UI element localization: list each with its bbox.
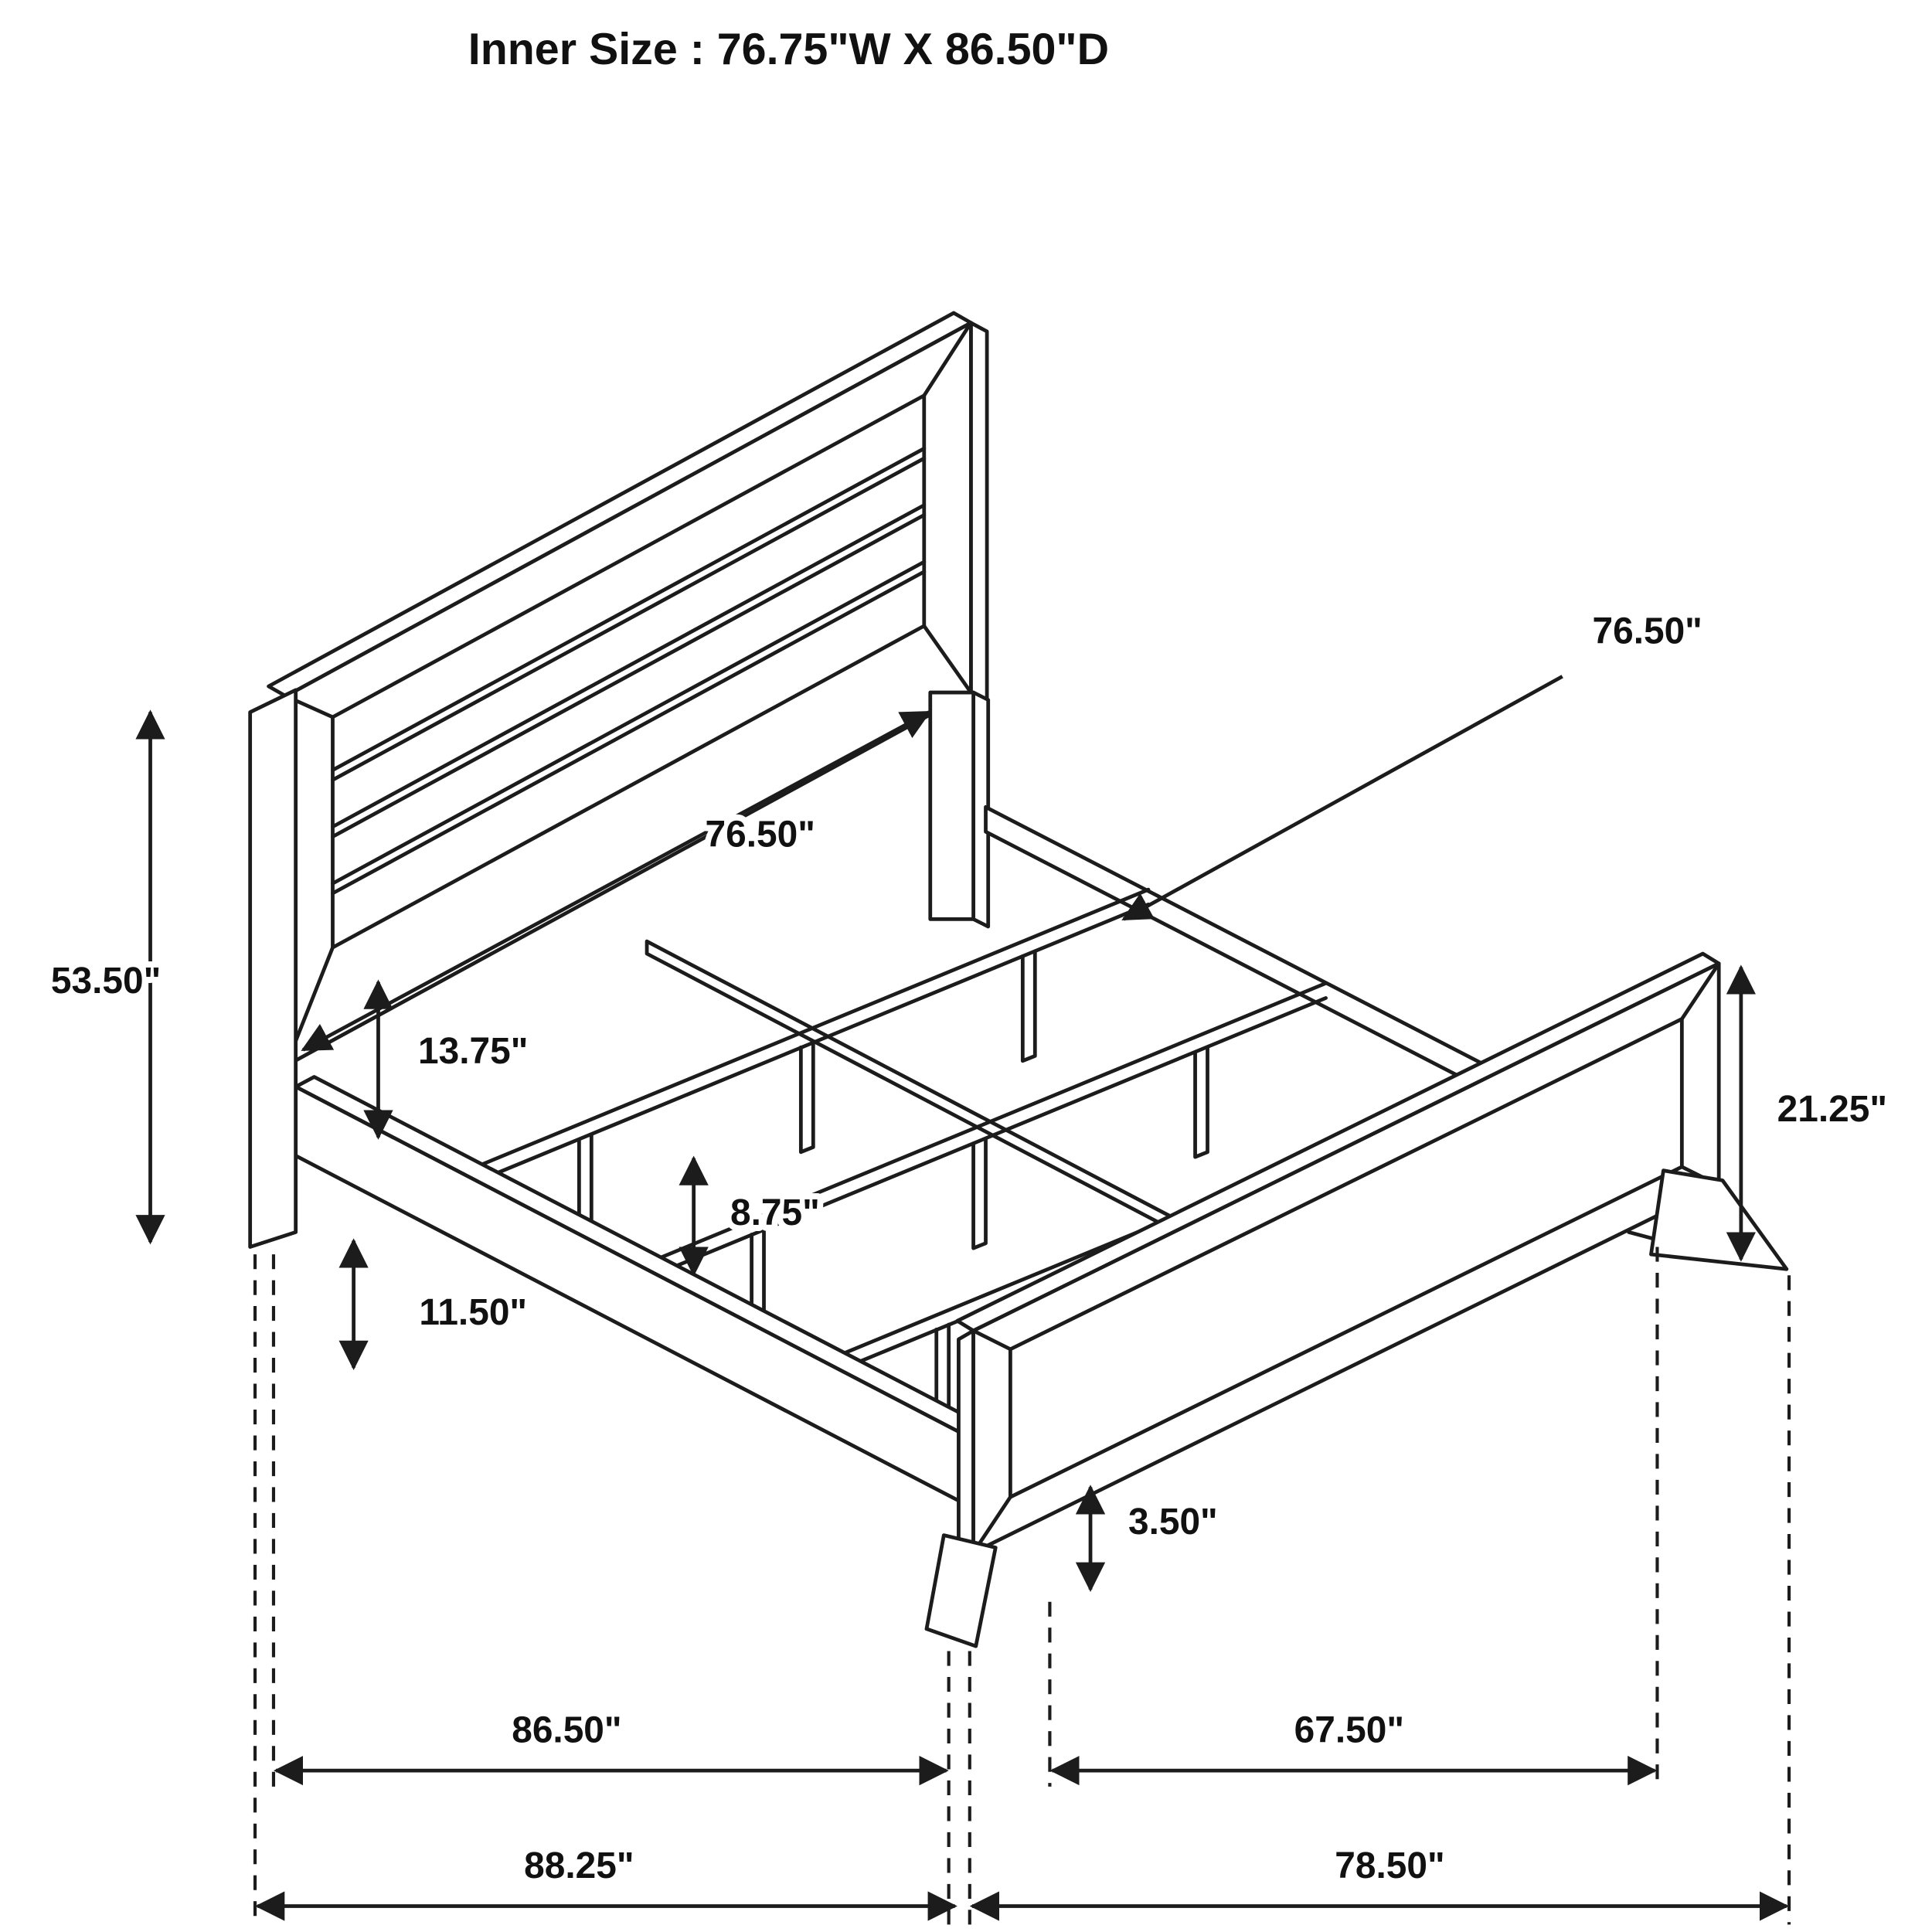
diagram-title: Inner Size : 76.75"W X 86.50"D bbox=[468, 25, 1109, 74]
headboard bbox=[267, 311, 989, 1068]
near-rail-top bbox=[294, 1075, 981, 1435]
dim-slat-leg-height: 8.75" bbox=[679, 1155, 826, 1277]
dim-slat-length-label: 76.50" bbox=[1593, 611, 1702, 651]
dim-headboard-height-label: 53.50" bbox=[51, 961, 161, 1002]
dim-slat-leg-height-label: 8.75" bbox=[730, 1192, 820, 1233]
dim-side-rail-length-label: 86.50" bbox=[512, 1709, 621, 1750]
dim-headboard-height: 53.50" bbox=[45, 709, 167, 1245]
dim-footboard-height-label: 21.25" bbox=[1777, 1089, 1887, 1130]
dim-headboard-bottom-rail: 13.75" bbox=[363, 979, 534, 1140]
dim-footboard-leg-height-label: 3.50" bbox=[1128, 1502, 1218, 1543]
headboard-right-post bbox=[928, 690, 991, 929]
footboard-miters bbox=[971, 961, 1721, 1555]
headboard-left-post bbox=[248, 688, 298, 1249]
dim-headboard-inner-width-label: 76.50" bbox=[706, 814, 815, 855]
dim-headboard-inner-width: 76.50" bbox=[301, 710, 931, 1052]
dim-headboard-bottom-rail-label: 13.75" bbox=[418, 1031, 528, 1072]
dim-overall-depth-label: 88.25" bbox=[524, 1845, 634, 1886]
dim-rail-floor-clearance-label: 11.50" bbox=[419, 1292, 527, 1333]
dimension-annotations: 53.50" 13.75" 11.50" 8.75" 76.50" 76.50"… bbox=[45, 604, 1893, 1921]
dim-footboard-clear-span-label: 67.50" bbox=[1294, 1709, 1404, 1750]
footboard-end-face bbox=[957, 1328, 975, 1563]
headboard-panel bbox=[284, 321, 973, 1068]
footboard-right-leg bbox=[1649, 1168, 1789, 1271]
left-post-front bbox=[248, 688, 298, 1249]
slat-3-legs bbox=[934, 1231, 1173, 1437]
dim-footboard-clear-span: 67.50" bbox=[1049, 1703, 1658, 1786]
dim-overall-width: 78.50" bbox=[969, 1839, 1790, 1921]
headboard-side-face bbox=[968, 321, 989, 703]
slat-1 bbox=[471, 887, 1151, 1185]
near-side-rail bbox=[294, 1075, 981, 1504]
dim-slat-length: 76.50" bbox=[1121, 604, 1709, 921]
footboard-front-leg bbox=[924, 1533, 998, 1648]
dim-overall-depth: 88.25" bbox=[255, 1839, 957, 1921]
dim-side-rail-length: 86.50" bbox=[273, 1703, 949, 1786]
dim-rail-floor-clearance: 11.50" bbox=[338, 1238, 533, 1370]
extension-lines bbox=[253, 1247, 1791, 1925]
bed-drawing bbox=[248, 311, 1789, 1648]
dim-footboard-height: 21.25" bbox=[1726, 964, 1893, 1262]
footboard bbox=[924, 951, 1789, 1648]
right-post-front bbox=[928, 690, 975, 921]
dim-overall-width-label: 78.50" bbox=[1335, 1845, 1444, 1886]
headboard-miters bbox=[284, 321, 973, 1068]
headboard-slat-grooves bbox=[331, 446, 927, 896]
dim-footboard-leg-height: 3.50" bbox=[1075, 1485, 1224, 1592]
near-rail-front bbox=[294, 1084, 964, 1504]
